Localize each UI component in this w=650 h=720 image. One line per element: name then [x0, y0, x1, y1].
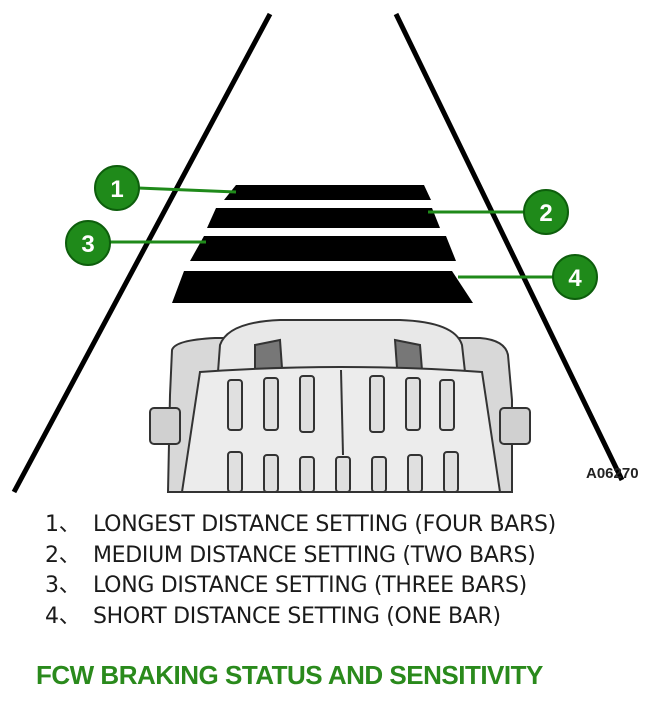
legend-item: 1、 LONGEST DISTANCE SETTING (FOUR BARS)	[45, 510, 556, 541]
callout-1: 1	[94, 165, 140, 211]
legend-text: LONG DISTANCE SETTING (THREE BARS)	[93, 573, 527, 598]
svg-text:2: 2	[539, 200, 552, 227]
legend-item: 2、 MEDIUM DISTANCE SETTING (TWO BARS)	[45, 541, 556, 572]
road-right-edge	[393, 12, 625, 482]
svg-text:4: 4	[568, 265, 582, 292]
section-heading: FCW BRAKING STATUS AND SENSITIVITY	[36, 660, 543, 690]
distance-bar-1	[224, 185, 431, 200]
svg-text:3: 3	[81, 231, 94, 258]
legend-text: LONGEST DISTANCE SETTING (FOUR BARS)	[93, 512, 556, 537]
callout-leaders	[110, 186, 553, 279]
callout-4: 4	[552, 254, 598, 300]
legend-text: SHORT DISTANCE SETTING (ONE BAR)	[93, 603, 501, 629]
legend-list: 1、 LONGEST DISTANCE SETTING (FOUR BARS) 2…	[45, 510, 556, 632]
legend-text: MEDIUM DISTANCE SETTING (TWO BARS)	[93, 542, 536, 568]
road-left-edge	[11, 12, 273, 494]
callout-2: 2	[523, 189, 569, 235]
distance-bar-2	[207, 208, 440, 228]
figure-id: A06270	[586, 465, 639, 482]
distance-bar-3	[190, 236, 456, 261]
legend-number: 4、	[45, 603, 81, 629]
legend-number: 3、	[45, 573, 81, 598]
svg-text:1: 1	[110, 176, 123, 203]
legend-item: 3、 LONG DISTANCE SETTING (THREE BARS)	[45, 571, 556, 602]
callout-3: 3	[65, 220, 111, 266]
legend-number: 2、	[45, 542, 81, 568]
vehicle-rear-illustration	[149, 319, 531, 493]
legend-number: 1、	[45, 512, 81, 537]
legend-item: 4、 SHORT DISTANCE SETTING (ONE BAR)	[45, 602, 556, 633]
distance-setting-diagram: 1 2 3 4	[11, 12, 639, 494]
distance-bar-4	[172, 271, 473, 303]
